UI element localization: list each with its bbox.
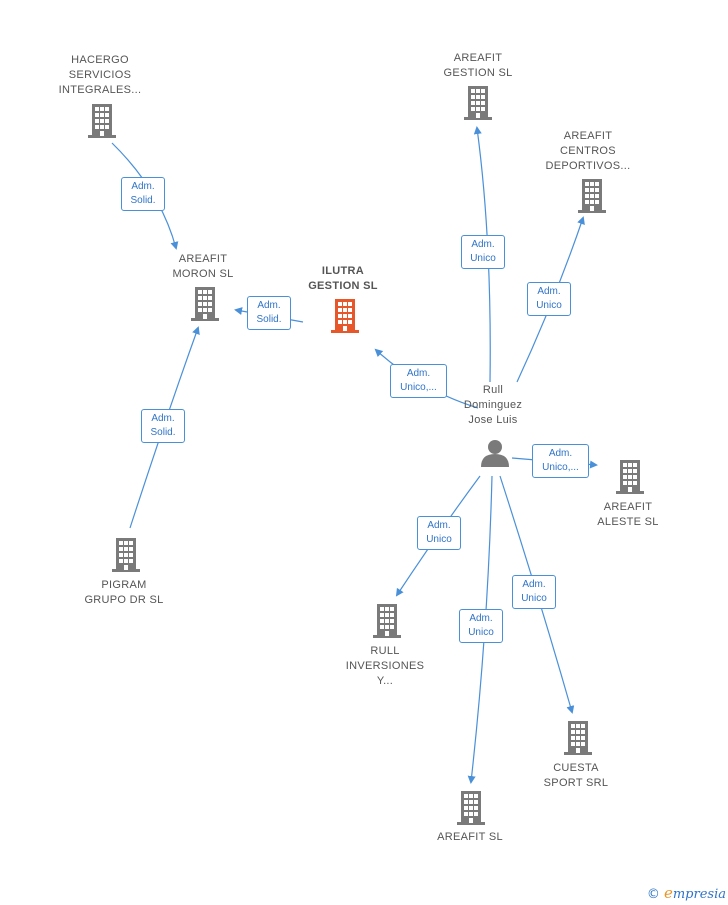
node-label: CUESTA (553, 762, 599, 774)
node-cuesta[interactable]: CUESTA SPORT SRL (516, 761, 636, 791)
edge-label-line: Unico,... (400, 382, 437, 393)
edge-label-line: Unico (521, 593, 547, 604)
node-label: RULL (370, 645, 400, 657)
edge-label-line: Unico (470, 253, 496, 264)
node-label: ALESTE SL (597, 516, 659, 528)
building-icon[interactable] (111, 538, 141, 572)
brand-logo-e: e (663, 884, 673, 902)
edge-label-line: Adm. (427, 520, 451, 531)
edge-label-line: Adm. (537, 286, 561, 297)
edge-label[interactable]: Adm. Solid. (141, 409, 185, 443)
building-icon[interactable] (577, 179, 607, 213)
edge-label-line: Adm. (406, 368, 431, 379)
edge-label[interactable]: Adm. Unico (459, 609, 503, 643)
edge-label[interactable]: Adm. Unico (512, 575, 556, 609)
node-label: AREAFIT (453, 52, 503, 64)
brand-footer[interactable]: © empresia (647, 884, 726, 902)
edge-label-line: Adm. (522, 579, 546, 590)
edge-label-line: Adm. (257, 300, 281, 311)
building-icon[interactable] (463, 86, 493, 120)
node-label: Y... (376, 675, 394, 687)
building-icon[interactable] (372, 604, 402, 638)
node-ilutra[interactable]: ILUTRA GESTION SL (283, 264, 403, 294)
edge-label-line: Solid. (150, 427, 176, 438)
building-icon[interactable] (563, 721, 593, 755)
node-areafit-moron[interactable]: AREAFIT MORON SL (143, 252, 263, 282)
edge-label-line: Adm. (548, 448, 573, 459)
node-label: Jose Luis (468, 414, 518, 426)
node-areafit-centros[interactable]: AREAFIT CENTROS DEPORTIVOS... (528, 129, 648, 174)
building-icon[interactable] (330, 299, 360, 333)
edge-label[interactable]: Adm. Unico (461, 235, 505, 269)
edge-label[interactable]: Adm. Unico,... (390, 364, 447, 398)
building-icon[interactable] (190, 287, 220, 321)
edge-label[interactable]: Adm. Unico (527, 282, 571, 316)
node-label: GESTION SL (443, 67, 513, 79)
node-label: INVERSIONES (345, 660, 425, 672)
edge-label-line: Adm. (471, 239, 495, 250)
node-hacergo[interactable]: HACERGO SERVICIOS INTEGRALES... (40, 53, 160, 98)
node-areafit-gestion[interactable]: AREAFIT GESTION SL (418, 51, 538, 81)
node-label: Rull (482, 384, 504, 396)
node-label: SPORT SRL (543, 777, 609, 789)
node-label: PIGRAM (101, 579, 147, 591)
node-label: ILUTRA (321, 265, 365, 277)
edge-label-line: Adm. (151, 413, 175, 424)
node-pigram[interactable]: PIGRAM GRUPO DR SL (64, 578, 184, 608)
edge-label[interactable]: Adm. Unico,... (532, 444, 589, 478)
edge-label-line: Unico (468, 627, 494, 638)
node-label: GESTION SL (308, 280, 378, 292)
edge-label-line: Solid. (130, 195, 156, 206)
node-label: DEPORTIVOS... (545, 160, 631, 172)
edge-label-line: Solid. (256, 314, 282, 325)
node-areafit-aleste[interactable]: AREAFIT ALESTE SL (568, 500, 688, 530)
node-label: HACERGO (71, 54, 129, 66)
node-label: AREAFIT (563, 130, 613, 142)
copyright-icon: © (646, 887, 660, 902)
edge-label-line: Unico (426, 534, 452, 545)
node-label: AREAFIT SL (437, 831, 503, 843)
edge-label-line: Adm. (469, 613, 493, 624)
node-label: AREAFIT (178, 253, 228, 265)
person-icon[interactable] (480, 438, 510, 468)
edge-label-line: Adm. (131, 181, 155, 192)
edge-label-line: Unico (536, 300, 562, 311)
node-label: SERVICIOS (68, 69, 132, 81)
node-label: Dominguez (463, 399, 523, 411)
brand-logo-text: mpresia (672, 887, 726, 902)
edge-label[interactable]: Adm. Solid. (121, 177, 165, 211)
node-label: CENTROS (560, 145, 616, 157)
node-label: AREAFIT (603, 501, 653, 513)
node-rull-inversiones[interactable]: RULL INVERSIONES Y... (325, 644, 445, 689)
building-icon[interactable] (456, 791, 486, 825)
node-areafit-sl[interactable]: AREAFIT SL (410, 830, 530, 845)
node-label: MORON SL (172, 268, 234, 280)
building-icon[interactable] (87, 104, 117, 138)
edge-label-line: Unico,... (542, 462, 579, 473)
node-label: GRUPO DR SL (84, 594, 164, 606)
edge-label[interactable]: Adm. Unico (417, 516, 461, 550)
node-label: INTEGRALES... (58, 84, 142, 96)
edge-label[interactable]: Adm. Solid. (247, 296, 291, 330)
building-icon[interactable] (615, 460, 645, 494)
